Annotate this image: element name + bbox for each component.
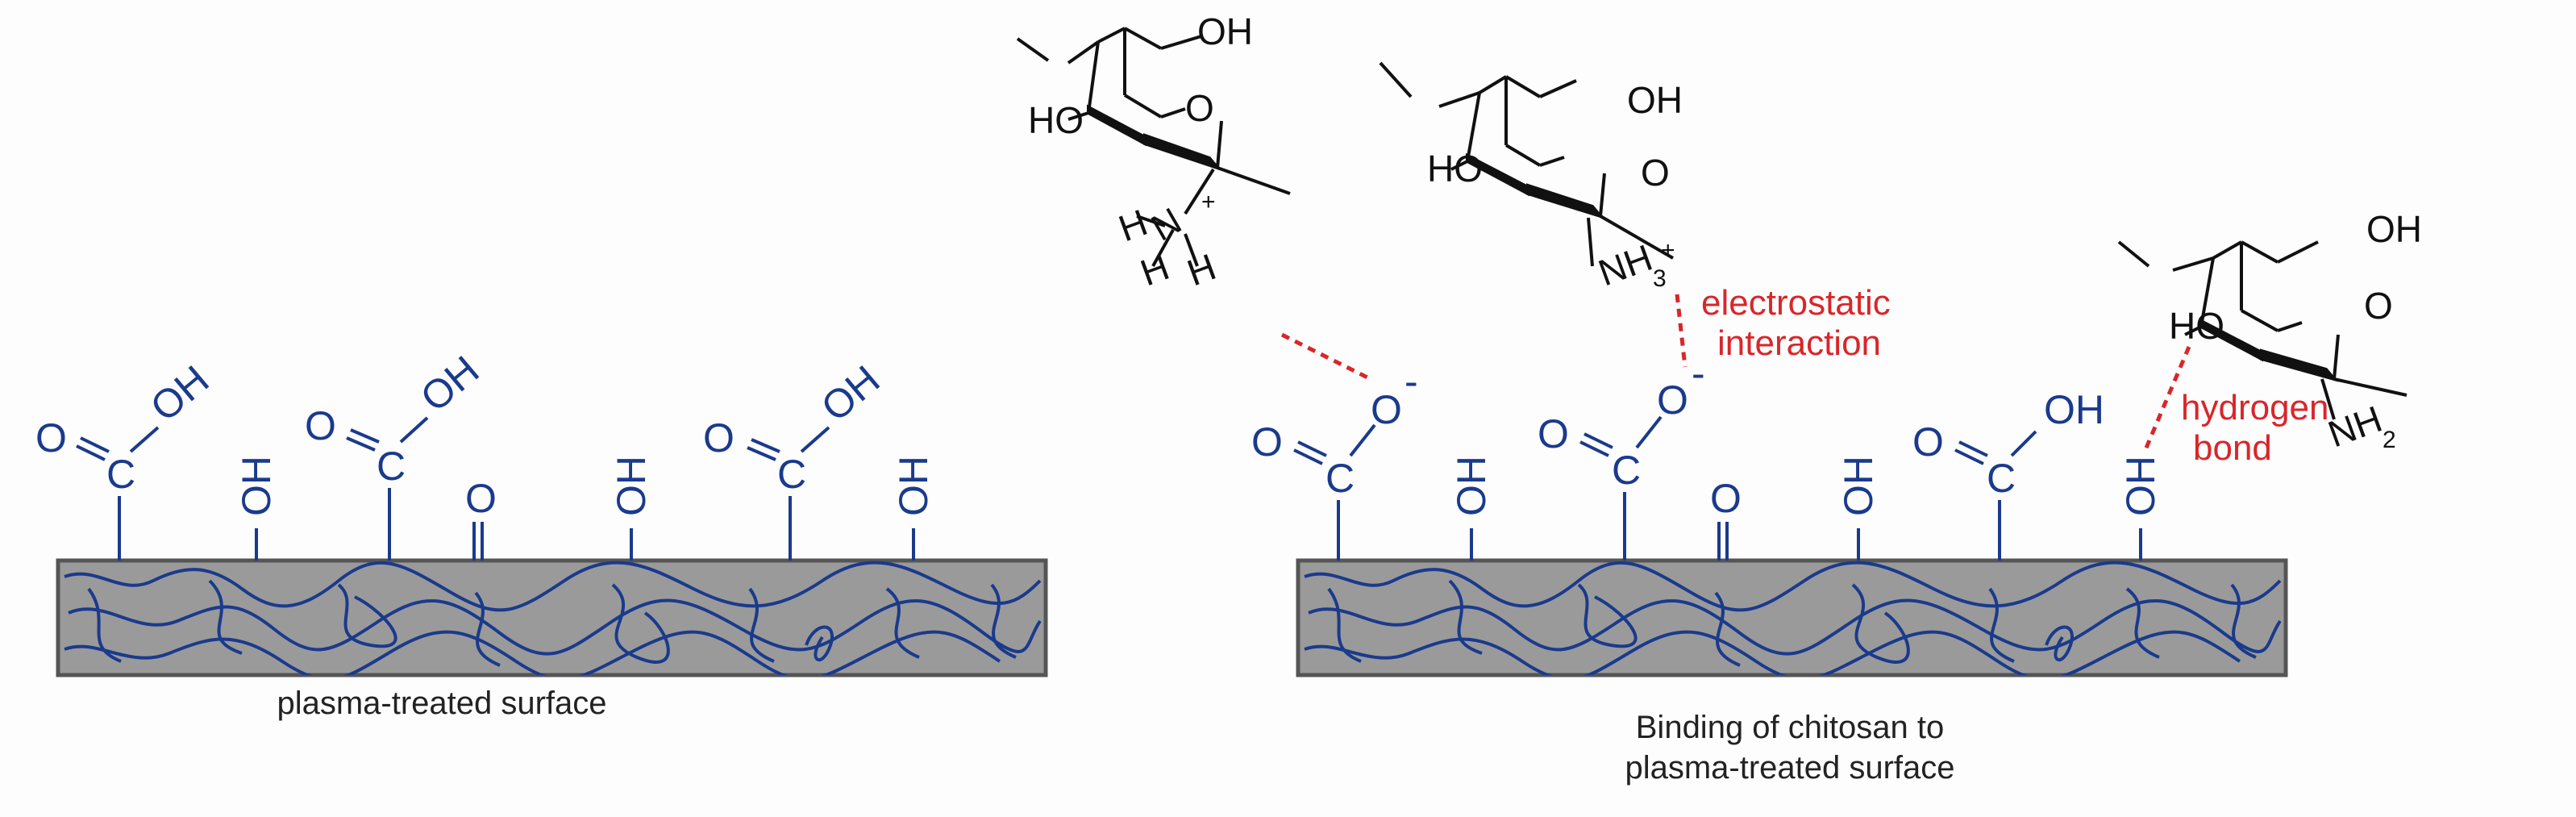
right-cooh3-c: C xyxy=(1987,456,2016,501)
chitosan1-plus: + xyxy=(1201,189,1216,215)
chitosan1-ch2oh: OH xyxy=(1197,10,1253,52)
chitosan2-ho: HO xyxy=(1427,148,1483,190)
left-ketone-o: O xyxy=(465,476,497,521)
chitosan-unit-1 xyxy=(1016,27,1291,267)
chitosan1-h-left: H xyxy=(1113,201,1153,249)
chitosan1-h-right: H xyxy=(1182,245,1221,294)
left-cooh3-o: O xyxy=(703,415,735,461)
right-ketone-o: O xyxy=(1710,476,1742,521)
chitosan2-nh3-sub: 3 xyxy=(1653,265,1667,292)
left-oh3: OH xyxy=(891,456,936,516)
left-polymer-chains xyxy=(64,561,1042,675)
chitosan3-ho: HO xyxy=(2169,305,2224,347)
left-cooh3-oh: OH xyxy=(813,356,888,430)
chitosan2-plus: + xyxy=(1661,237,1675,264)
chitosan2-ring-o: O xyxy=(1641,152,1670,194)
right-oh1: OH xyxy=(1449,456,1494,516)
ionic-bond-2 xyxy=(1675,294,1688,368)
electrostatic-label-2: interaction xyxy=(1717,323,1881,363)
left-group-labels: O C OH OH O C OH O OH O C OH OH xyxy=(35,347,936,521)
right-coo1-c: C xyxy=(1325,456,1355,501)
hydrogen-bond xyxy=(2142,346,2191,452)
interaction-lines xyxy=(1280,294,2191,452)
chitosan3-nh2-sub: 2 xyxy=(2382,427,2396,453)
left-panel: O C OH OH O C OH O OH O C OH OH plasma-t… xyxy=(35,347,1048,721)
right-cooh3-oh: OH xyxy=(2044,387,2104,432)
hbond-label-2: bond xyxy=(2193,428,2272,468)
chitosan2-ch2oh: OH xyxy=(1627,79,1683,121)
chitosan-unit-3 xyxy=(2117,240,2407,420)
left-cooh1-c: C xyxy=(106,452,135,497)
right-panel: O C O - OH O C O - O OH O C OH OH xyxy=(1016,10,2422,786)
left-cooh1-o: O xyxy=(35,415,67,461)
right-polymer-chains xyxy=(1304,561,2282,675)
right-group-labels: O C O - OH O C O - O OH O C OH OH xyxy=(1251,351,2163,521)
right-cooh3-o: O xyxy=(1912,419,1944,465)
right-surface xyxy=(1296,558,2288,677)
left-cooh1-oh: OH xyxy=(142,356,217,430)
left-oh1: OH xyxy=(234,456,279,516)
right-coo2-ominus: O xyxy=(1657,377,1688,423)
right-coo1-minus: - xyxy=(1405,359,1418,404)
right-coo1-o: O xyxy=(1251,419,1283,465)
interaction-labels: electrostatic interaction hydrogen bond xyxy=(1701,283,2328,468)
right-coo2-o: O xyxy=(1538,411,1569,456)
chitosan1-ring-o: O xyxy=(1185,87,1214,129)
chitosan1-ho: HO xyxy=(1028,99,1084,141)
ionic-bond-1 xyxy=(1280,332,1372,381)
hbond-label-1: hydrogen xyxy=(2181,388,2328,427)
left-caption: plasma-treated surface xyxy=(277,686,606,721)
left-functional-groups xyxy=(76,416,915,561)
right-functional-groups xyxy=(1293,415,2142,561)
right-oh3: OH xyxy=(2118,456,2163,516)
chitosan-unit-2-labels: HO OH O NH 3 + xyxy=(1427,79,1683,294)
right-caption-line2: plasma-treated surface xyxy=(1625,750,1954,786)
right-oh2: OH xyxy=(1836,456,1881,516)
right-coo1-ominus: O xyxy=(1371,387,1402,432)
chitosan-unit-2 xyxy=(1379,61,1675,267)
right-coo2-minus: - xyxy=(1692,351,1705,396)
left-cooh2-oh: OH xyxy=(412,347,487,420)
left-cooh3-c: C xyxy=(777,452,806,497)
electrostatic-label-1: electrostatic xyxy=(1701,283,1891,323)
left-cooh2-c: C xyxy=(377,444,406,489)
right-coo2-c: C xyxy=(1612,448,1641,493)
chitosan3-nh2: NH xyxy=(2323,398,2387,456)
left-cooh2-o: O xyxy=(305,403,336,448)
right-caption-line1: Binding of chitosan to xyxy=(1636,710,1944,745)
chitosan3-ch2oh: OH xyxy=(2366,208,2422,250)
left-surface xyxy=(56,558,1048,677)
chitosan1-h-bottom: H xyxy=(1135,245,1175,294)
chitosan1-n: N xyxy=(1144,199,1188,249)
left-oh2: OH xyxy=(609,456,654,516)
chitosan3-ring-o: O xyxy=(2364,285,2393,327)
